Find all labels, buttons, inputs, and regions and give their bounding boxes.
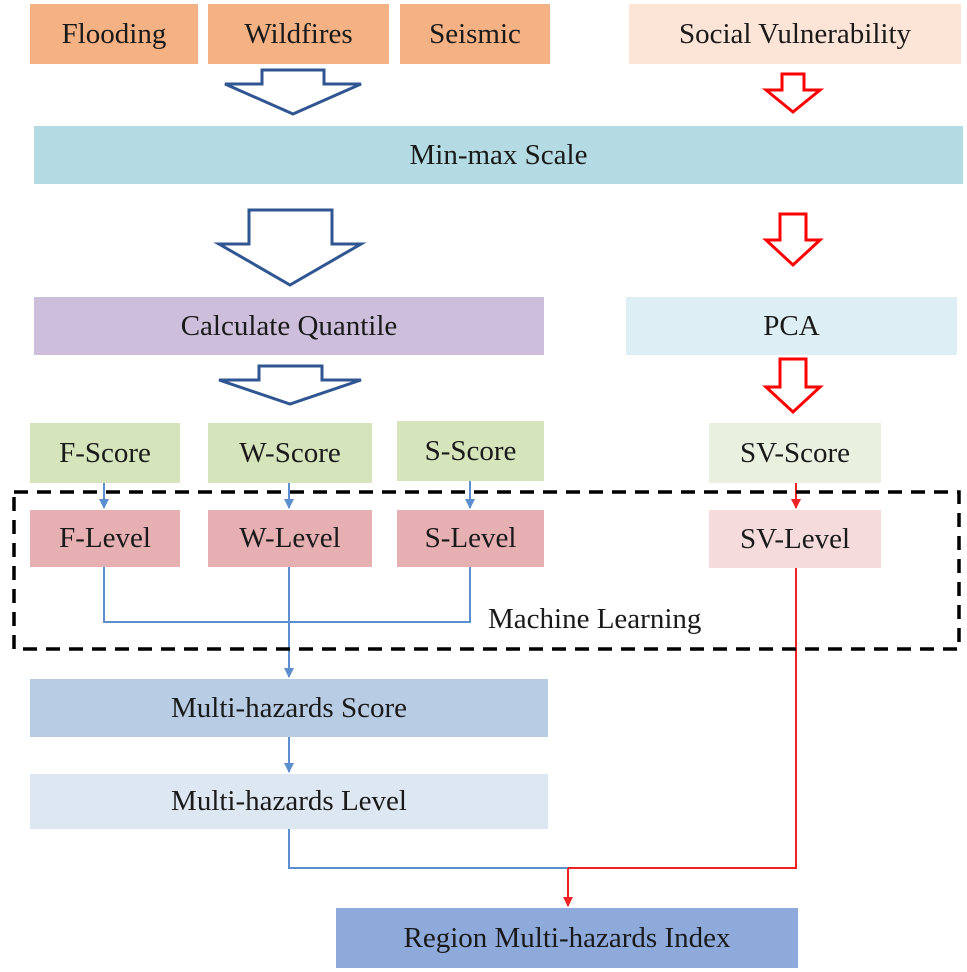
wildfires-box: Wildfires xyxy=(208,4,389,64)
block-arrow-pca-to-sv-score xyxy=(762,357,824,415)
region-multi-hazards-index-box: Region Multi-hazards Index xyxy=(336,908,798,968)
s-level-box: S-Level xyxy=(397,510,544,567)
machine-learning-frame xyxy=(12,490,961,651)
w-level-box: W-Level xyxy=(208,510,372,567)
calculate-quantile-box: Calculate Quantile xyxy=(34,297,544,355)
connector-sv-level-to-region xyxy=(568,568,797,869)
flooding-box: Flooding xyxy=(30,4,198,64)
block-arrow-hazards-to-scale xyxy=(224,68,362,116)
block-arrow-scale-to-pca xyxy=(762,212,824,268)
block-arrow-quantile-to-scores xyxy=(218,364,362,406)
f-score-box: F-Score xyxy=(30,423,180,483)
sv-score-box: SV-Score xyxy=(709,423,881,483)
social-vulnerability-box: Social Vulnerability xyxy=(629,4,961,64)
machine-learning-label: Machine Learning xyxy=(488,603,702,635)
minmax-scale-box: Min-max Scale xyxy=(34,126,963,184)
pca-box: PCA xyxy=(626,297,957,355)
connector-levels-merge xyxy=(103,567,471,623)
s-score-box: S-Score xyxy=(397,421,544,481)
sv-level-box: SV-Level xyxy=(709,510,881,568)
block-arrow-scale-to-quantile xyxy=(213,208,367,287)
multi-hazards-score-box: Multi-hazards Score xyxy=(30,679,548,737)
block-arrow-sv-to-scale xyxy=(761,72,825,114)
w-score-box: W-Score xyxy=(208,423,372,483)
multi-hazards-level-box: Multi-hazards Level xyxy=(30,774,548,829)
seismic-box: Seismic xyxy=(400,4,550,64)
f-level-box: F-Level xyxy=(30,510,180,567)
connector-mh-level-to-region xyxy=(288,829,568,869)
